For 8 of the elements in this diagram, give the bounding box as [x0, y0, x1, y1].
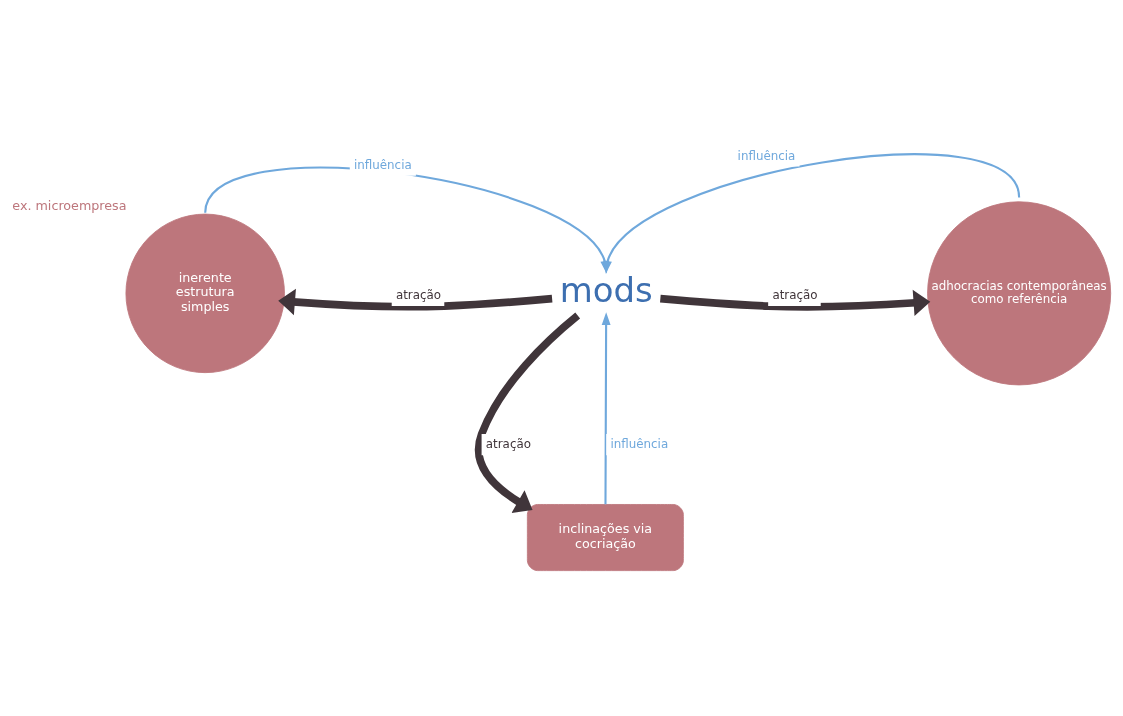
edge-label: influência [610, 437, 669, 452]
node-text: mods [559, 270, 653, 310]
edge-label: influência [737, 148, 796, 163]
edge-label: atração [485, 437, 531, 452]
edge-label: atração [395, 288, 442, 303]
edge-label: influência [354, 157, 412, 172]
node-label: ex. microempresa [12, 197, 127, 213]
edge-label: atração [772, 288, 818, 303]
